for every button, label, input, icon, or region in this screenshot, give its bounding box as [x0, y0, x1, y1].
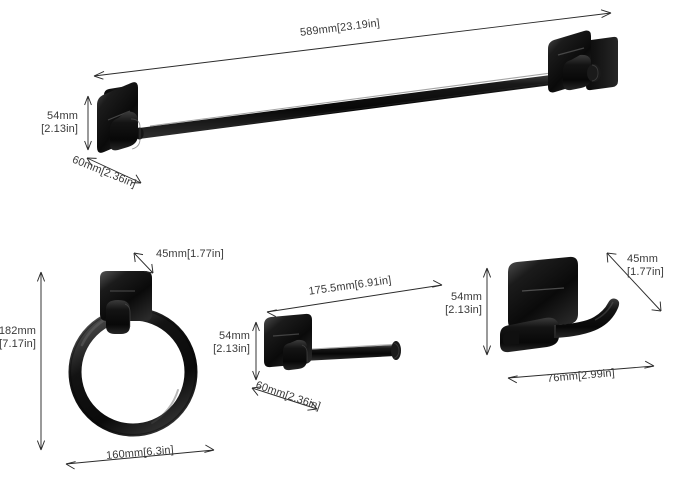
dimension-lines	[36, 9, 662, 470]
towel-ring-width-line	[65, 449, 215, 465]
towel-bar-height-label: 54mm [2.13in]	[41, 110, 78, 135]
towel-ring-depth-line	[133, 252, 154, 274]
robe-hook-depth-label: 45mm [1.77in]	[627, 253, 664, 278]
robe-hook-height-label: 54mm [2.13in]	[445, 291, 482, 316]
paper-holder-product	[264, 313, 401, 371]
robe-hook-product	[500, 256, 620, 353]
paper-holder-length-line	[266, 284, 443, 313]
towel-bar-length-line	[93, 12, 612, 77]
towel-ring-height-label: 182mm [7.17in]	[0, 325, 36, 350]
towel-bar-depth-line	[86, 157, 142, 184]
towel-ring-product	[68, 271, 198, 437]
paper-holder-depth-line	[251, 387, 318, 410]
robe-hook-depth-line	[606, 252, 662, 312]
robe-hook-width-line	[507, 365, 655, 379]
towel-bar-product	[97, 30, 618, 153]
paper-holder-height-label: 54mm [2.13in]	[213, 330, 250, 355]
towel-ring-depth-label: 45mm[1.77in]	[156, 248, 224, 260]
